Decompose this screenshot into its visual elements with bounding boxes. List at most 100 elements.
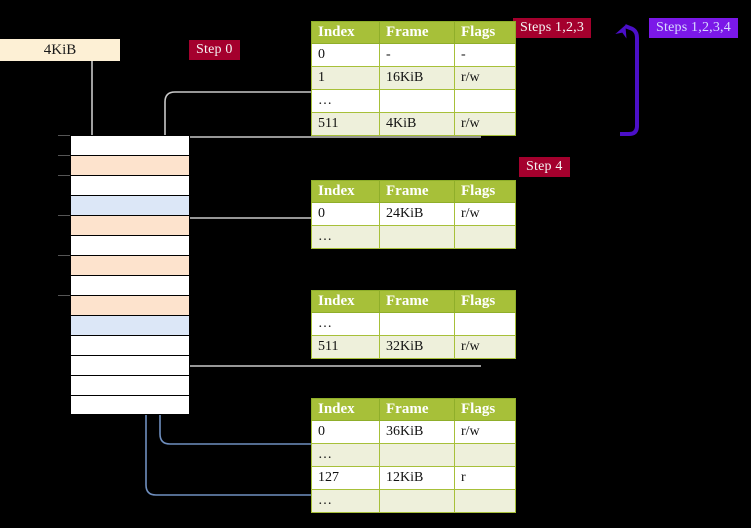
physical-memory-grid [58,135,190,415]
memory-row-tick [58,155,70,156]
cell-frame [379,312,455,336]
memory-frame-row [70,355,190,375]
cell-flags [454,225,516,249]
memory-row-tick [58,295,70,296]
memory-frame-row [70,375,190,395]
column-header-flags: Flags [454,180,516,203]
table-row: … [311,489,516,513]
cell-index: 511 [311,335,380,359]
cell-frame: 24KiB [379,202,455,226]
table-row: 0-- [311,43,516,67]
cell-frame [379,489,455,513]
wire-table3-row127-to-mem [138,336,481,496]
cell-index: 0 [311,43,380,67]
cell-frame: 4KiB [379,112,455,136]
cell-frame: 32KiB [379,335,455,359]
cell-frame: 36KiB [379,420,455,444]
cell-flags [454,312,516,336]
cell-index: 0 [311,420,380,444]
memory-frame-row [70,335,190,355]
cell-index: 1 [311,66,380,90]
memory-frame-row [70,235,190,255]
memory-frame-row [70,395,190,415]
badge-step-4: Step 4 [519,157,570,177]
memory-frame-row [70,315,190,335]
badge-steps-123: Steps 1,2,3 [513,18,592,38]
wire-table0-row1-to-mem [164,91,311,214]
column-header-frame: Frame [379,21,455,44]
wire-table0-to-mem [165,136,481,154]
column-header-frame: Frame [379,290,455,313]
column-header-frame: Frame [379,180,455,203]
column-header-index: Index [311,290,380,313]
memory-row-tick [58,175,70,176]
table-row: … [311,225,516,249]
frame-4kib-label: 4KiB [43,41,77,58]
cell-frame: 16KiB [379,66,455,90]
wire-steps-1234-arrow [615,24,639,136]
column-header-index: Index [311,21,380,44]
memory-frame-row [70,295,190,315]
memory-row-tick [58,135,70,136]
cell-frame [379,89,455,113]
cell-flags: r [454,466,516,490]
column-header-flags: Flags [454,290,516,313]
cell-index: … [311,489,380,513]
cell-flags: r/w [454,420,516,444]
cell-frame [379,443,455,467]
column-header-flags: Flags [454,21,516,44]
cell-frame [379,225,455,249]
cell-flags: r/w [454,66,516,90]
cell-index: … [311,225,380,249]
table-row: … [311,89,516,113]
frame-4kib-box: 4KiB [0,39,120,61]
badge-step-0: Step 0 [189,40,240,60]
memory-row-tick [58,215,70,216]
cell-index: … [311,443,380,467]
cell-flags [454,89,516,113]
badge-steps-1234: Steps 1,2,3,4 [649,18,738,38]
cell-flags [454,443,516,467]
column-header-frame: Frame [379,398,455,421]
column-header-index: Index [311,398,380,421]
cell-flags: r/w [454,202,516,226]
cell-flags [454,489,516,513]
memory-frame-row [70,135,190,155]
cell-index: 0 [311,202,380,226]
cell-flags: r/w [454,112,516,136]
cell-index: 511 [311,112,380,136]
memory-frame-row [70,255,190,275]
memory-frame-row [70,275,190,295]
cell-frame: 12KiB [379,466,455,490]
memory-row-tick [58,255,70,256]
wire-table3-row0-to-mem [152,226,481,445]
cell-flags: r/w [454,335,516,359]
cell-index: … [311,312,380,336]
cell-frame: - [379,43,455,67]
cell-flags: - [454,43,516,67]
cell-index: … [311,89,380,113]
column-header-index: Index [311,180,380,203]
memory-frame-row [70,215,190,235]
cell-index: 127 [311,466,380,490]
memory-frame-row [70,195,190,215]
column-header-flags: Flags [454,398,516,421]
table-row: … [311,312,516,336]
table-row: … [311,443,516,467]
memory-frame-row [70,175,190,195]
